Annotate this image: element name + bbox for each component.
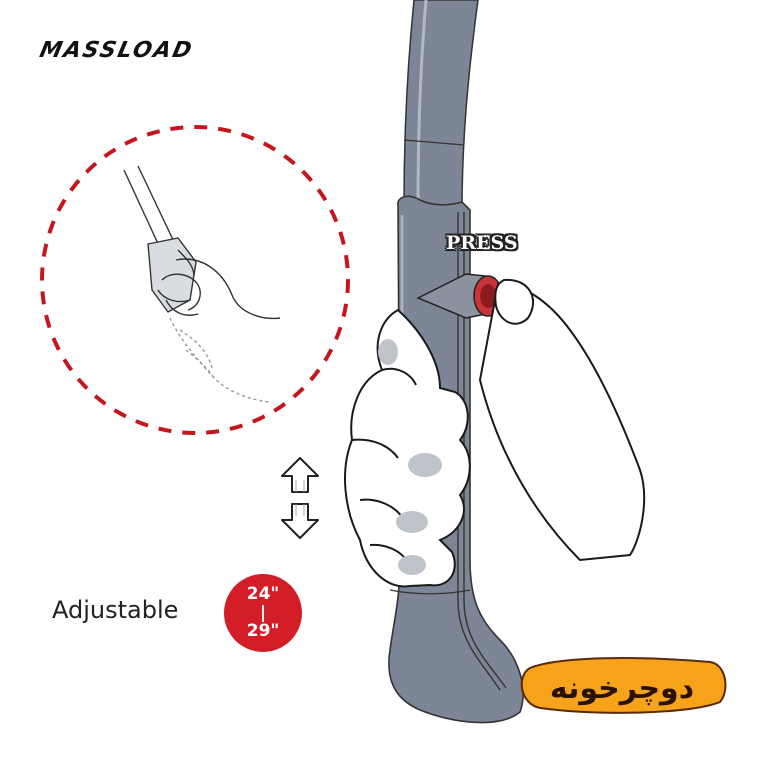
range-min: 24" [246, 584, 280, 604]
detail-circle [40, 125, 350, 435]
detail-hand-illustration [123, 165, 281, 403]
range-badge: 24" | 29" [224, 574, 302, 652]
gripping-hand [344, 278, 646, 588]
watermark-badge: دوچرخونه [520, 657, 727, 714]
up-arrow-icon [281, 457, 319, 493]
down-arrow-icon [281, 503, 319, 539]
watermark-text: دوچرخونه [550, 671, 694, 706]
range-max: 29" [246, 621, 280, 641]
handlebar-stem [403, 0, 479, 211]
range-separator: | [259, 603, 267, 623]
press-label: PRESS [446, 232, 518, 254]
adjustable-label: Adjustable [52, 596, 179, 624]
fingernails [378, 339, 442, 575]
